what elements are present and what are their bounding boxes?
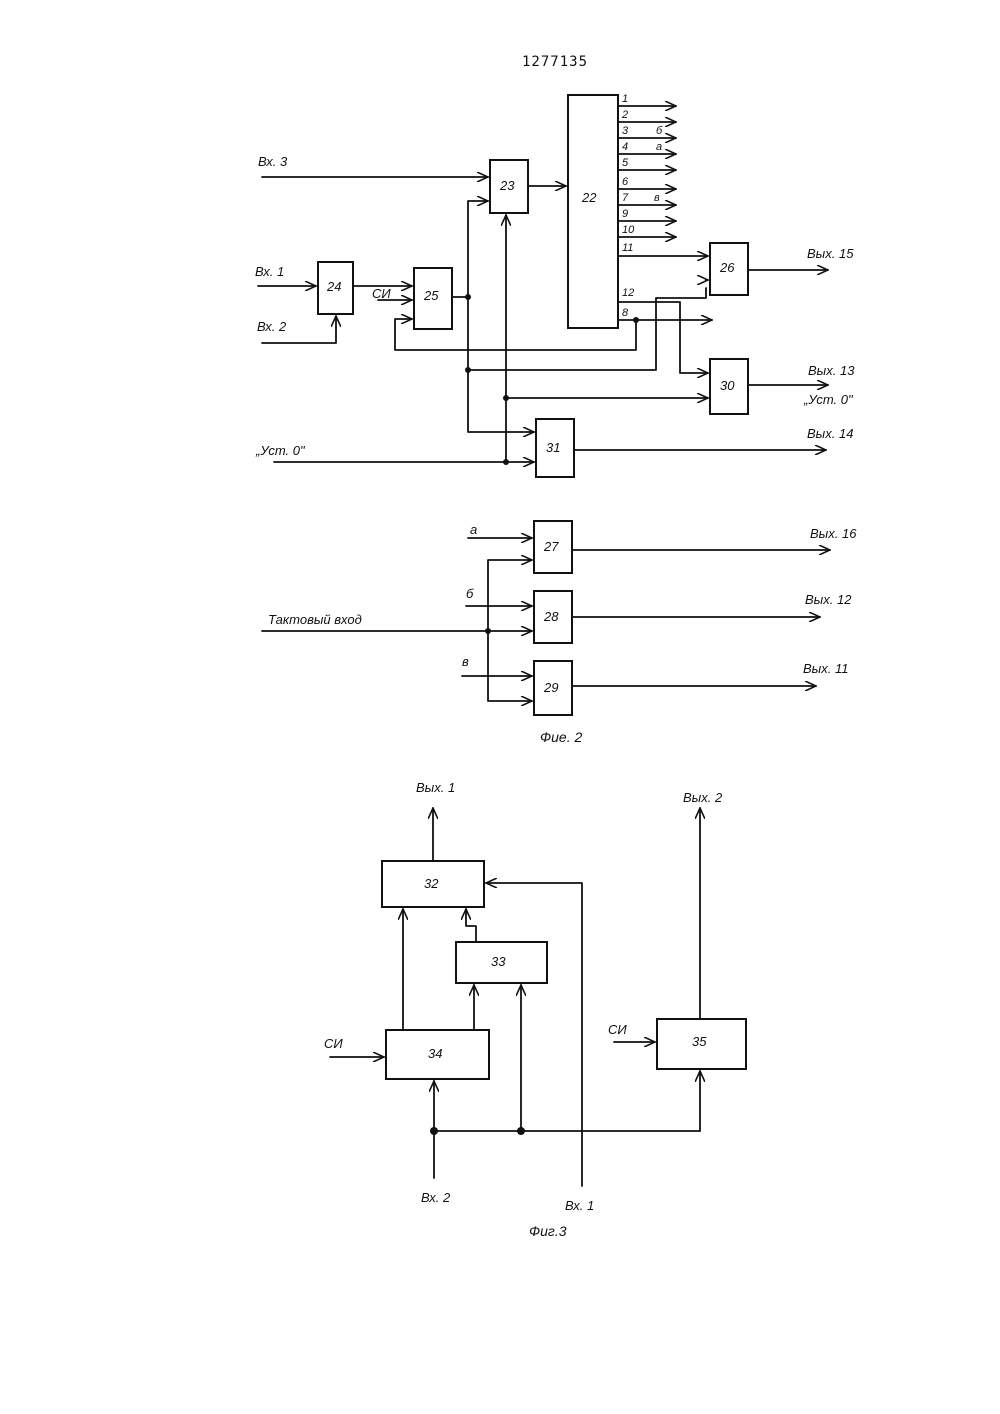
wire-33-to-32	[466, 909, 476, 942]
block-29-label: 29	[543, 680, 558, 695]
pin-11: 11	[622, 242, 633, 254]
block-34-label: 34	[428, 1046, 442, 1061]
block-22	[568, 95, 618, 328]
block-22-pin-numbers: 1 2 3 4 5 6 7 9 10 11 12 8 б а в	[621, 93, 663, 319]
input-label-clock: Тактовый вход	[268, 612, 362, 627]
block-27-label: 27	[543, 539, 559, 554]
input-label-vx1: Вх. 1	[255, 264, 284, 279]
pin-2: 2	[621, 109, 628, 121]
block-32-label: 32	[424, 876, 439, 891]
output-label-11: Вых. 11	[803, 661, 848, 676]
pin-7: 7	[622, 192, 629, 204]
input-label-a: а	[470, 522, 477, 537]
output-label-12: Вых. 12	[805, 592, 852, 607]
si-label-left: СИ	[324, 1036, 343, 1051]
output-label-ust0: „Уст. 0"	[803, 392, 854, 407]
wire-vx1-to-32	[486, 883, 582, 1186]
pin-7-letter: в	[654, 192, 660, 204]
wire-pin12-to-30	[618, 302, 708, 373]
figure-2: 22 1 2 3 4 5 6 7 9 10 11 12 8 б	[255, 93, 857, 745]
pin-12: 12	[622, 287, 634, 299]
wire-25-to-23	[468, 201, 488, 297]
pin-10: 10	[622, 224, 635, 236]
pin-6: 6	[622, 176, 629, 188]
pin-8: 8	[622, 307, 629, 319]
pin-4: 4	[622, 141, 628, 153]
input-label-vx1-fig3: Вх. 1	[565, 1198, 594, 1213]
block-33-label: 33	[491, 954, 506, 969]
pin-3: 3	[622, 125, 629, 137]
input-label-si: СИ	[372, 286, 391, 301]
block-25-label: 25	[423, 288, 439, 303]
pin-5: 5	[622, 157, 629, 169]
page-number: 1277135	[522, 54, 588, 70]
block-23-label: 23	[499, 178, 515, 193]
block-26-label: 26	[719, 260, 735, 275]
block-24-label: 24	[326, 279, 341, 294]
wire-25-to-31	[468, 297, 534, 432]
si-label-right: СИ	[608, 1022, 627, 1037]
pin-4-letter: а	[656, 141, 662, 153]
figure-2-caption: Фие. 2	[540, 729, 582, 745]
output-label-14: Вых. 14	[807, 426, 853, 441]
output-label-16: Вых. 16	[810, 526, 857, 541]
node-ust0	[503, 459, 509, 465]
wire-clock-to-29	[488, 631, 532, 701]
block-31-label: 31	[546, 440, 560, 455]
input-label-b: б	[466, 586, 474, 601]
figure-3: 32 Вых. 1 33 34 СИ 35 Вых. 2 СИ Вх. 2 Вх…	[324, 780, 746, 1239]
block-28-label: 28	[543, 609, 559, 624]
output-label-vyx1: Вых. 1	[416, 780, 455, 795]
output-label-13: Вых. 13	[808, 363, 855, 378]
input-label-vx2-fig3: Вх. 2	[421, 1190, 451, 1205]
output-label-vyx2: Вых. 2	[683, 790, 723, 805]
input-label-vx2: Вх. 2	[257, 319, 287, 334]
block-30-label: 30	[720, 378, 735, 393]
input-label-ust0: „Уст. 0"	[255, 443, 306, 458]
block-22-label: 22	[581, 190, 597, 205]
input-label-v: в	[462, 654, 469, 669]
block-35-label: 35	[692, 1034, 707, 1049]
pin-3-letter: б	[656, 125, 663, 137]
pin-1: 1	[622, 93, 628, 105]
pin-9: 9	[622, 208, 628, 220]
input-label-vx3: Вх. 3	[258, 154, 288, 169]
figure-3-caption: Фиг.3	[529, 1223, 567, 1239]
output-label-15: Вых. 15	[807, 246, 854, 261]
wire-clock-to-27	[488, 560, 532, 631]
